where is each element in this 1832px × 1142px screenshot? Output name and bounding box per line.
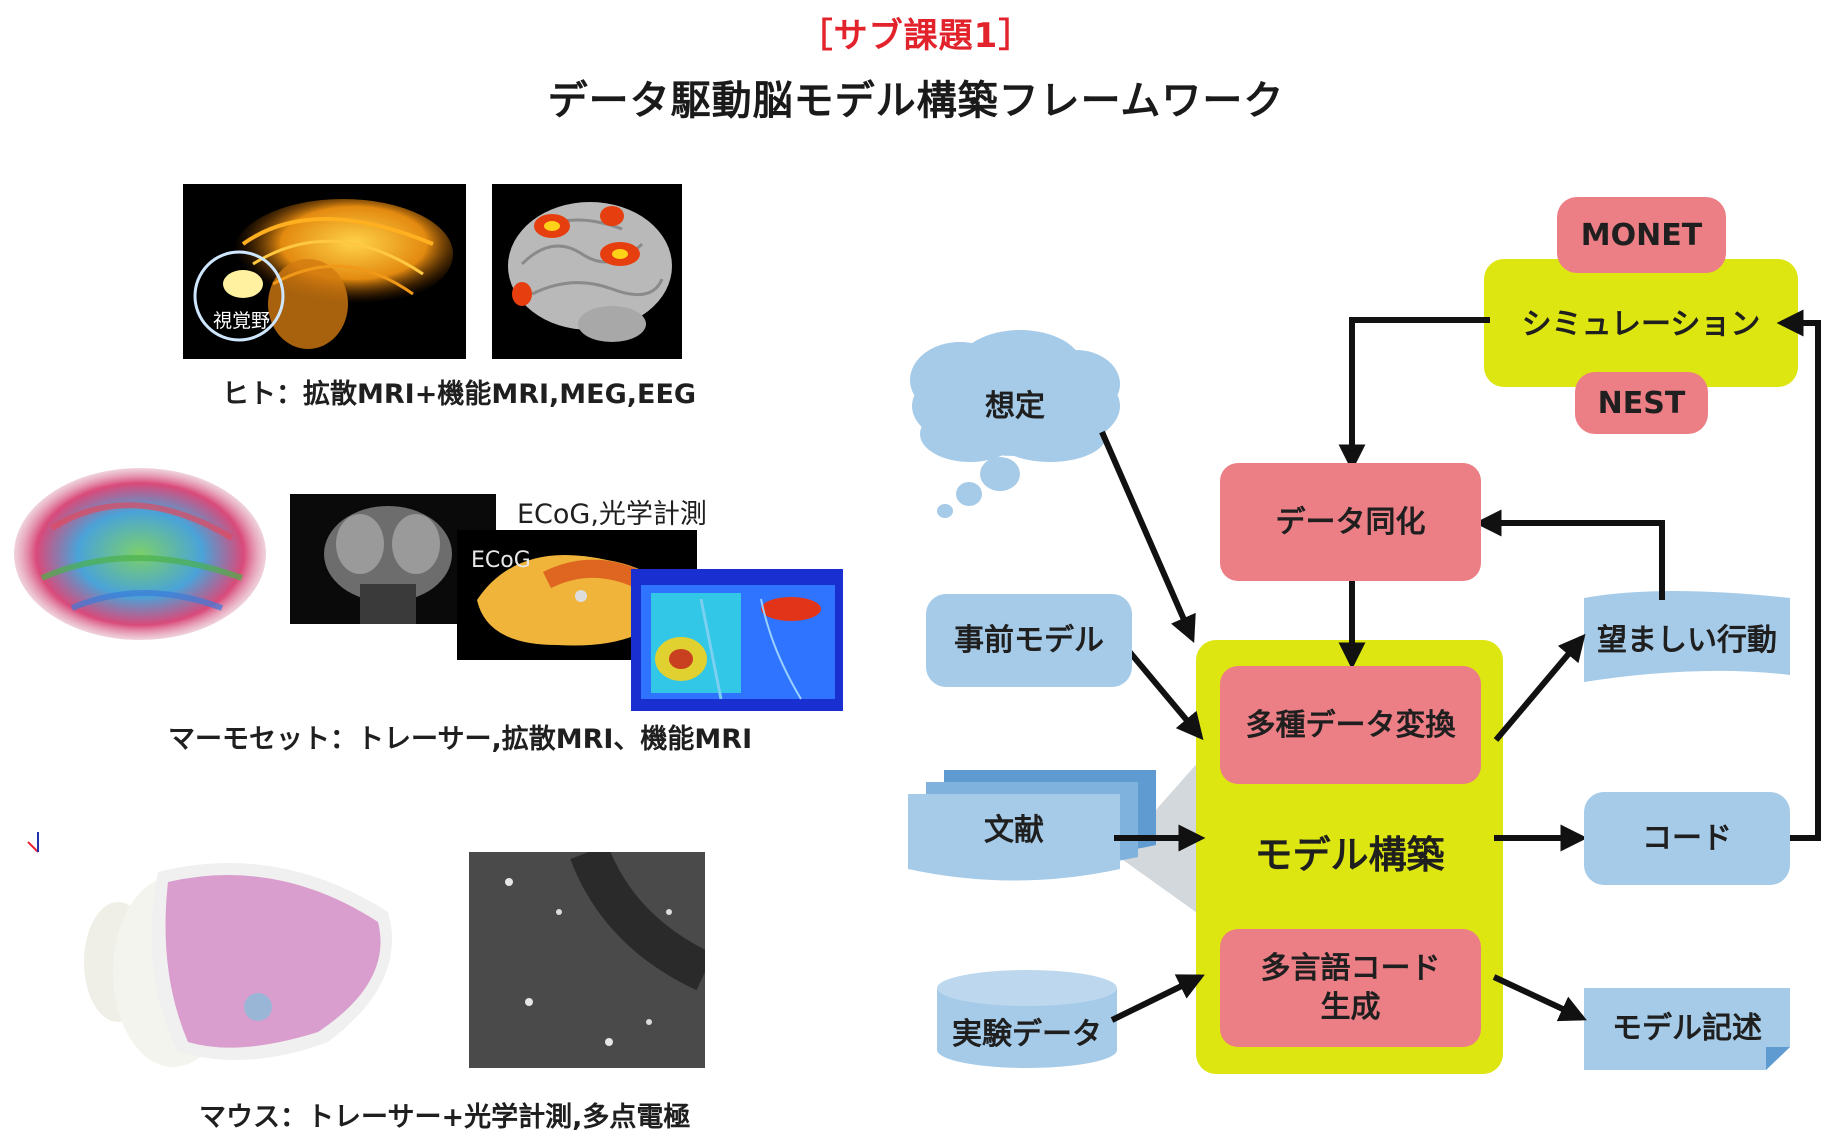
prior-model-box: 事前モデル	[926, 594, 1132, 687]
arrow-codegen-to-description	[1492, 974, 1587, 1022]
experiment-data-label: 実験データ	[952, 1016, 1102, 1052]
human-fmri-brain-image	[492, 184, 682, 359]
nest-box: NEST	[1575, 372, 1708, 434]
model-building-label: モデル構築	[1254, 833, 1445, 878]
arrow-desired-to-assimilation	[1474, 509, 1665, 600]
dti-brain-drawing	[14, 468, 266, 640]
literature-documents	[908, 760, 1200, 915]
human-caption: ヒト：拡散MRI+機能MRI,MEG,EEG	[222, 379, 697, 410]
experiment-data-cylinder	[937, 970, 1117, 1068]
simulation-container	[1484, 259, 1798, 387]
arrow-experiment-to-model	[1110, 974, 1205, 1023]
model-description-shape	[1584, 988, 1790, 1070]
model-description-label: モデル記述	[1612, 1010, 1762, 1046]
assumption-cloud	[910, 330, 1120, 518]
assumption-label: 想定	[985, 388, 1045, 424]
mouse-calcium-imaging-image	[469, 852, 705, 1068]
code-generation-line1: 多言語コード	[1260, 951, 1441, 986]
arrow-simulation-to-assimilation	[1338, 317, 1490, 472]
desired-behavior-label: 望ましい行動	[1597, 622, 1777, 658]
marmoset-optical-imaging-image	[631, 569, 843, 711]
monet-box: MONET	[1557, 197, 1726, 273]
literature-label: 文献	[984, 812, 1044, 848]
code-box: コード	[1584, 792, 1790, 885]
mouse-brain-3d-image	[8, 822, 400, 1082]
code-generation-box: 多言語コード 生成	[1220, 929, 1481, 1047]
tractography-drawing	[193, 199, 453, 349]
arrow-prior-to-model	[1125, 648, 1204, 741]
mri-slice-drawing	[324, 506, 452, 624]
ecog-image-label: ECoG	[471, 548, 531, 573]
marmoset-dti-brain-image	[12, 458, 274, 650]
marmoset-ecog-optical-label: ECoG,光学計測	[517, 499, 707, 530]
marmoset-caption: マーモセット：トレーサー,拡散MRI、機能MRI	[168, 724, 753, 755]
data-conversion-box: 多種データ変換	[1220, 666, 1481, 784]
human-tractography-image: 視覚野	[183, 184, 466, 359]
arrow-assumption-to-model	[1099, 430, 1196, 643]
calcium-imaging-drawing	[469, 852, 705, 1068]
fmri-brain-drawing	[508, 202, 672, 342]
arrow-code-to-simulation	[1776, 309, 1821, 841]
optical-map-drawing	[641, 585, 835, 700]
visual-cortex-label: 視覚野	[213, 310, 271, 332]
arrow-conversion-to-desired	[1493, 633, 1586, 742]
simulation-label: シミュレーション	[1521, 306, 1761, 342]
subtitle: ［サブ課題1］	[798, 16, 1034, 56]
page-title: データ駆動脳モデル構築フレームワーク	[547, 78, 1285, 124]
mouse-caption: マウス：トレーサー+光学計測,多点電極	[199, 1102, 691, 1133]
code-generation-line2: 生成	[1320, 990, 1381, 1025]
data-assimilation-box: データ同化	[1220, 463, 1481, 581]
mouse-brain-drawing	[27, 832, 392, 1067]
desired-behavior-shape	[1584, 591, 1790, 682]
